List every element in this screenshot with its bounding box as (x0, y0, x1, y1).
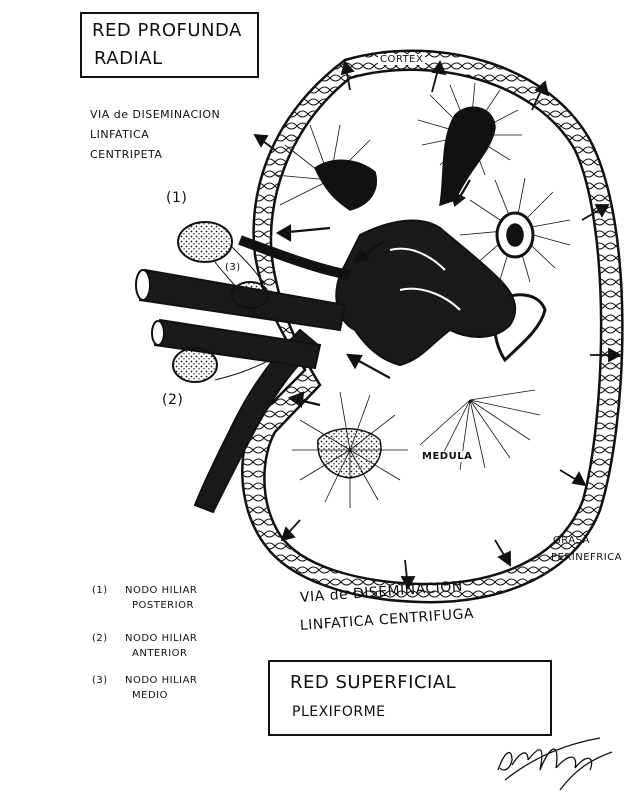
title-box-superficial-network: RED SUPERFICIAL PLEXIFORME (268, 660, 552, 736)
grasa-label-line1: GRASA (553, 535, 590, 546)
title-box-superficial-line2: PLEXIFORME (292, 704, 386, 720)
legend-num-2: (2) (92, 633, 108, 644)
medula-label: MEDULA (420, 451, 474, 462)
posterior-hilar-node (178, 222, 232, 262)
legend-line1-3: NODO HILIAR (125, 675, 197, 686)
node-label-2: (2) (162, 392, 183, 408)
title-box-superficial-line1: RED SUPERFICIAL (290, 672, 456, 693)
legend-num-1: (1) (92, 585, 108, 596)
via-centripeta-line1: VIA de DISEMINACION (90, 108, 220, 121)
legend-line1-2: NODO HILIAR (125, 633, 197, 644)
middle-hilar-node (232, 282, 268, 308)
legend-line1-1: NODO HILIAR (125, 585, 197, 596)
legend-line2-2: ANTERIOR (132, 648, 187, 659)
signature-drawing (498, 738, 612, 790)
legend-line2-1: POSTERIOR (132, 600, 194, 611)
title-box-deep-network: RED PROFUNDA RADIAL (80, 12, 259, 78)
node-label-1: (1) (166, 190, 187, 206)
cortex-label: CORTEX (378, 54, 425, 65)
title-box-deep-line2: RADIAL (94, 48, 163, 69)
via-centripeta-line3: CENTRIPETA (90, 148, 162, 161)
legend-num-3: (3) (92, 675, 108, 686)
grasa-label-line2: PERINEFRICA (551, 552, 622, 563)
node-label-3: (3) (225, 262, 241, 273)
title-box-deep-line1: RED PROFUNDA (92, 20, 242, 41)
legend-line2-3: MEDIO (132, 690, 168, 701)
anterior-hilar-node (173, 348, 217, 382)
via-centripeta-line2: LINFATICA (90, 128, 149, 141)
